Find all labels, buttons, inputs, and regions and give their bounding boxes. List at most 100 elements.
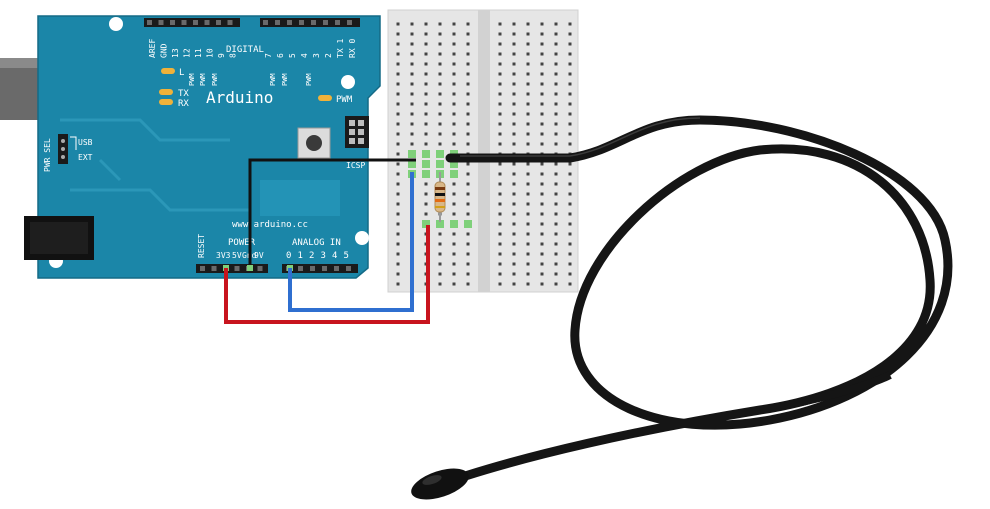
breadboard-hole — [438, 52, 442, 56]
breadboard-highlight — [464, 220, 472, 228]
breadboard-hole — [438, 132, 442, 136]
power-header — [196, 264, 268, 273]
breadboard-hole — [554, 172, 558, 176]
breadboard-hole — [424, 22, 428, 26]
analog-pin-label: 0 — [286, 251, 291, 261]
ext-label: EXT — [78, 153, 93, 162]
breadboard-hole — [424, 202, 428, 206]
breadboard-hole — [498, 162, 502, 166]
breadboard-hole — [438, 232, 442, 236]
breadboard-hole — [396, 162, 400, 166]
breadboard-highlight — [436, 160, 444, 168]
breadboard — [387, 9, 579, 293]
breadboard-hole — [410, 102, 414, 106]
header-hole — [346, 266, 351, 271]
breadboard-hole — [396, 262, 400, 266]
breadboard-hole — [512, 162, 516, 166]
breadboard-hole — [512, 72, 516, 76]
breadboard-hole — [396, 282, 400, 286]
breadboard-hole — [512, 252, 516, 256]
breadboard-hole — [512, 112, 516, 116]
breadboard-hole — [452, 252, 456, 256]
breadboard-hole — [540, 182, 544, 186]
breadboard-hole — [438, 252, 442, 256]
breadboard-hole — [554, 192, 558, 196]
breadboard-hole — [540, 32, 544, 36]
breadboard-hole — [540, 262, 544, 266]
breadboard-hole — [568, 192, 572, 196]
breadboard-hole — [512, 232, 516, 236]
analog-pin-label: 5 — [344, 251, 349, 261]
breadboard-hole — [554, 52, 558, 56]
digital-header-holes — [147, 20, 352, 25]
breadboard-hole — [410, 92, 414, 96]
led-l-label: L — [179, 68, 184, 78]
breadboard-hole — [466, 162, 470, 166]
breadboard-hole — [568, 42, 572, 46]
analog-in-label: ANALOG IN — [292, 238, 341, 248]
breadboard-highlight — [450, 220, 458, 228]
breadboard-hole — [554, 162, 558, 166]
breadboard-hole — [512, 82, 516, 86]
breadboard-hole — [498, 132, 502, 136]
breadboard-hole — [540, 202, 544, 206]
analog-pin-label: 1 — [298, 251, 303, 261]
breadboard-hole — [466, 112, 470, 116]
breadboard-hole — [410, 142, 414, 146]
header-hole — [204, 20, 210, 25]
breadboard-hole — [498, 252, 502, 256]
breadboard-highlight — [422, 170, 430, 178]
breadboard-hole — [466, 42, 470, 46]
breadboard-hole — [438, 22, 442, 26]
breadboard-hole — [452, 232, 456, 236]
digital-pin-label: 10 — [206, 48, 215, 58]
breadboard-hole — [424, 52, 428, 56]
breadboard-hole — [396, 182, 400, 186]
digital-pin-label: 13 — [171, 48, 180, 58]
breadboard-hole — [526, 82, 530, 86]
breadboard-hole — [512, 282, 516, 286]
breadboard-hole — [452, 32, 456, 36]
breadboard-hole — [438, 82, 442, 86]
breadboard-hole — [540, 22, 544, 26]
breadboard-hole — [568, 82, 572, 86]
breadboard-hole — [540, 92, 544, 96]
breadboard-hole — [540, 122, 544, 126]
breadboard-hole — [424, 42, 428, 46]
icsp-label: ICSP — [346, 161, 365, 170]
breadboard-hole — [498, 182, 502, 186]
breadboard-hole — [396, 222, 400, 226]
led-tx-label: TX — [178, 89, 189, 99]
breadboard-hole — [466, 232, 470, 236]
breadboard-hole — [452, 282, 456, 286]
breadboard-hole — [568, 22, 572, 26]
breadboard-hole — [396, 62, 400, 66]
breadboard-hole — [540, 282, 544, 286]
probe-tip-shine — [422, 475, 442, 485]
breadboard-hole — [438, 122, 442, 126]
led-rx — [159, 99, 173, 105]
breadboard-hole — [410, 122, 414, 126]
breadboard-hole — [466, 132, 470, 136]
breadboard-hole — [512, 192, 516, 196]
breadboard-hole — [452, 142, 456, 146]
breadboard-hole — [466, 262, 470, 266]
breadboard-hole — [554, 242, 558, 246]
breadboard-hole — [568, 162, 572, 166]
breadboard-hole — [554, 132, 558, 136]
digital-pin-label: 6 — [276, 53, 285, 58]
breadboard-hole — [554, 102, 558, 106]
breadboard-hole — [438, 92, 442, 96]
breadboard-hole — [526, 192, 530, 196]
breadboard-hole — [526, 62, 530, 66]
breadboard-hole — [568, 272, 572, 276]
power-jack-inner — [30, 222, 88, 254]
breadboard-hole — [396, 142, 400, 146]
breadboard-hole — [568, 62, 572, 66]
breadboard-hole — [396, 152, 400, 156]
pwm-label: PWM — [305, 73, 313, 86]
icsp-pin — [358, 138, 364, 144]
